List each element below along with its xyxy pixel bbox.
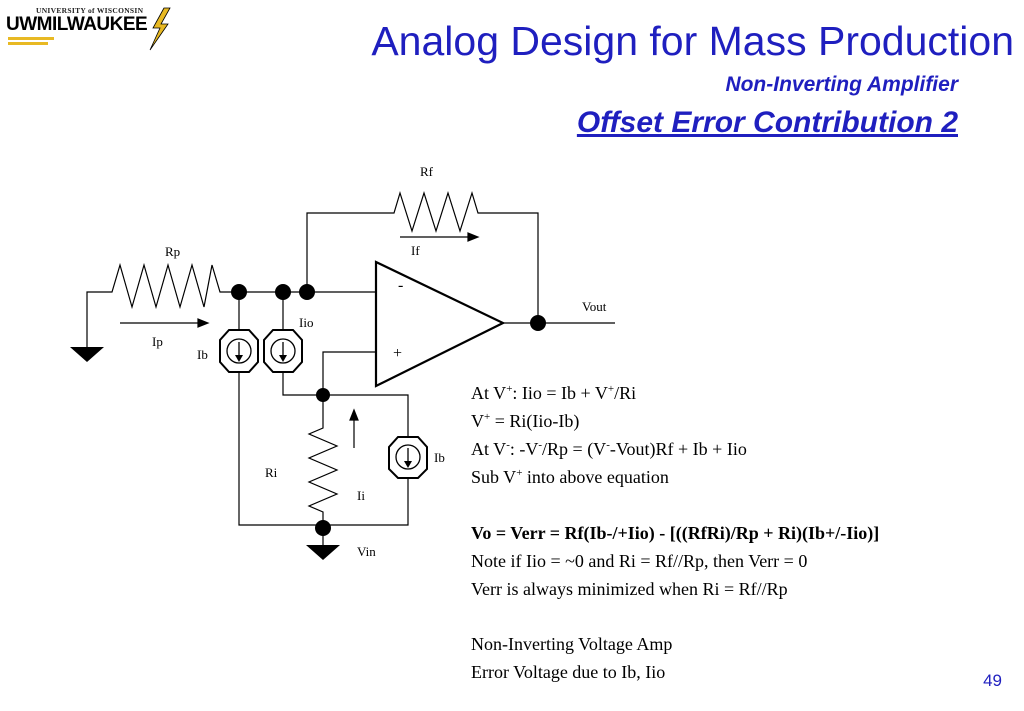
- equation-line-4: Sub V+ into above equation: [471, 467, 669, 488]
- summary-line-2: Error Voltage due to Ib, Iio: [471, 662, 666, 682]
- rf-resistor: [382, 190, 539, 323]
- current-source-bus: [282, 372, 409, 437]
- iio-source-circle: [270, 338, 296, 364]
- ground-icon: [306, 545, 340, 560]
- ib-right-label: Ib: [434, 450, 445, 465]
- ip-arrowhead: [197, 318, 210, 328]
- eq-text: At V: [471, 439, 507, 459]
- eq-superscript: -: [538, 439, 543, 451]
- ib-right-bottom-wire: [323, 478, 409, 526]
- eq-superscript: -: [606, 439, 610, 451]
- minus-input-sign: -: [398, 277, 403, 294]
- logo-stripe: [8, 37, 54, 40]
- eq-text: At V: [471, 383, 507, 403]
- ii-arrowhead: [349, 408, 359, 421]
- eq-superscript: +: [484, 411, 491, 423]
- eq-superscript: +: [516, 467, 523, 479]
- equation-note: Note if Iio = ~0 and Ri = Rf//Rp, then V…: [471, 551, 808, 571]
- ib-right-source-circle: [395, 444, 421, 470]
- ri-label: Ri: [265, 465, 278, 480]
- ib-left-source-circle: [226, 338, 252, 364]
- lightning-bolt-icon: [149, 7, 171, 51]
- ib-left-bottom-wire: [238, 372, 323, 526]
- rp-resistor: [86, 262, 376, 350]
- ip-label: Ip: [152, 334, 163, 349]
- logo-top-text: UNIVERSITY of WISCONSIN: [36, 6, 144, 15]
- equation-line-2: V+ = Ri(Iio-Ib): [471, 411, 579, 432]
- node-dot: [299, 284, 315, 300]
- eq-text: into above equation: [522, 467, 669, 487]
- eq-text: : Iio = Ib + V: [512, 383, 608, 403]
- logo-graphic: [8, 7, 171, 51]
- eq-text: V: [471, 411, 484, 431]
- eq-text: Sub V: [471, 467, 517, 487]
- if-arrowhead: [467, 232, 480, 242]
- ii-label: Ii: [357, 488, 365, 503]
- equation-minimized: Verr is always minimized when Ri = Rf//R…: [471, 579, 788, 599]
- rf-label: Rf: [420, 164, 434, 179]
- down-arrow-icon: [235, 355, 243, 362]
- slide-heading: Offset Error Contribution 2: [576, 106, 958, 139]
- node-dot: [275, 284, 291, 300]
- feedback-wire-left: [306, 212, 382, 292]
- ib-left-label: Ib: [197, 347, 208, 362]
- plus-input-sign: +: [393, 345, 402, 362]
- ri-resistor: [307, 395, 339, 530]
- eq-superscript: +: [506, 383, 513, 395]
- eq-superscript: +: [607, 383, 615, 395]
- eq-text: = Ri(Iio-Ib): [490, 411, 580, 431]
- down-arrow-icon: [279, 355, 287, 362]
- eq-superscript: -: [506, 439, 510, 451]
- eq-text: /Ri: [614, 383, 637, 403]
- page-subtitle: Non-Inverting Amplifier: [725, 73, 958, 96]
- rp-label: Rp: [165, 244, 180, 259]
- op-amp: [374, 260, 506, 388]
- university-logo: UNIVERSITY of WISCONSIN UWMILWAUKEE: [6, 4, 171, 54]
- node-dot: [316, 388, 330, 402]
- equation-line-1: At V+: Iio = Ib + V+/Ri: [471, 383, 636, 404]
- if-label: If: [411, 243, 420, 258]
- node-dot: [315, 520, 331, 536]
- equation-line-3: At V-: -V-/Rp = (V--Vout)Rf + Ib + Iio: [471, 439, 747, 460]
- ground-icon: [70, 347, 104, 362]
- eq-text: /Rp = (V: [542, 439, 607, 459]
- page-number: 49: [983, 671, 1002, 690]
- down-arrow-icon: [404, 461, 412, 468]
- logo-stripe: [8, 42, 48, 45]
- eq-text: : -V: [509, 439, 539, 459]
- logo-main-text: UWMILWAUKEE: [6, 14, 148, 35]
- plus-input-wire: [322, 351, 376, 395]
- node-dot: [231, 284, 247, 300]
- iio-label: Iio: [299, 315, 313, 330]
- vin-label: Vin: [357, 544, 376, 559]
- vout-label: Vout: [582, 299, 607, 314]
- summary-line-1: Non-Inverting Voltage Amp: [471, 634, 673, 654]
- equation-result: Vo = Verr = Rf(Ib-/+Iio) - [((RfRi)/Rp +…: [471, 523, 880, 543]
- page-title: Analog Design for Mass Production: [371, 18, 1014, 64]
- node-dot: [530, 315, 546, 331]
- eq-text: -Vout)Rf + Ib + Iio: [609, 439, 747, 459]
